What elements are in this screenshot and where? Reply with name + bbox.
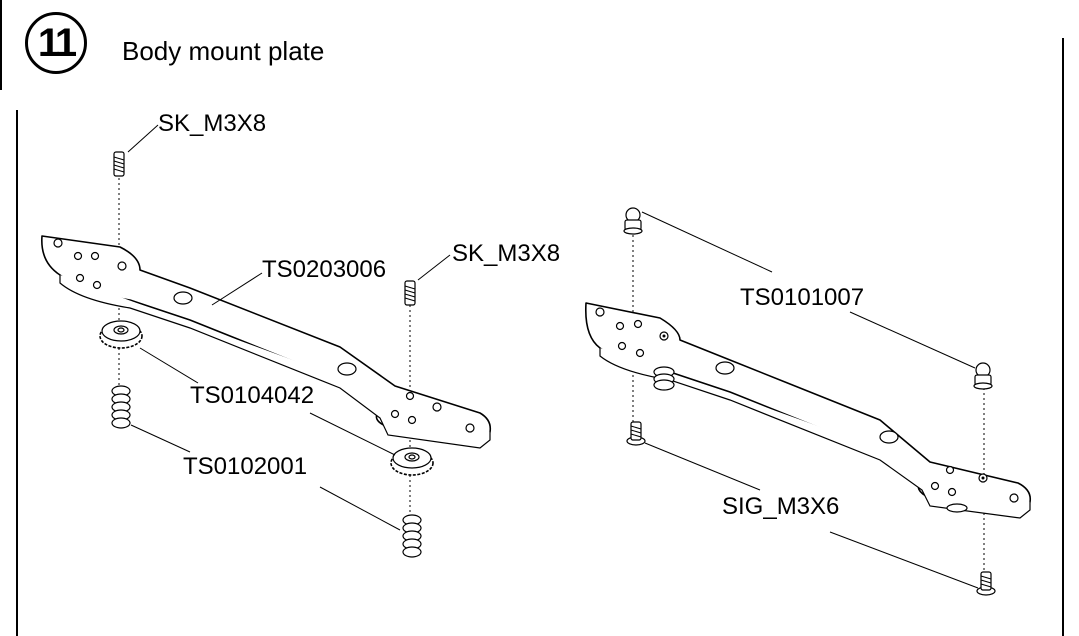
leader-ts0101007-a <box>641 211 773 273</box>
leader-sk-m3x8-mid <box>417 254 451 281</box>
leader-sig-m3x6-b <box>829 531 979 589</box>
spring-under-plate-left <box>653 366 675 391</box>
label-sk-m3x8-mid: SK_M3X8 <box>452 240 561 267</box>
label-ts0101007: TS0101007 <box>740 284 865 311</box>
label-ts0104042: TS0104042 <box>190 382 315 409</box>
spring-ts0102001-right <box>402 514 422 558</box>
gear-ts0104042-right <box>390 447 434 476</box>
step-number: 11 <box>37 20 77 65</box>
leader-sig-m3x6-a <box>644 442 761 491</box>
spring-under-plate-right <box>946 503 968 513</box>
screw-sk-m3x8-top <box>113 151 125 177</box>
plate-right <box>584 302 1032 519</box>
gear-ts0104042-left <box>99 320 143 349</box>
frame-left-main <box>16 110 18 636</box>
leader-ts0102001-b <box>319 486 401 531</box>
leader-ts0203006 <box>211 272 263 306</box>
label-sk-m3x8-top: SK_M3X8 <box>158 110 267 137</box>
leader-ts0104042-b <box>309 412 396 456</box>
step-number-badge: 11 <box>25 12 87 74</box>
step-title: Body mount plate <box>122 36 325 66</box>
screw-sig-m3x6-right <box>976 571 996 596</box>
screw-sig-m3x6-left <box>626 421 646 446</box>
label-ts0102001: TS0102001 <box>183 453 308 480</box>
ball-end-ts0101007-left <box>623 207 643 235</box>
leader-sk-m3x8-top <box>127 124 159 153</box>
frame-left-top <box>0 0 2 90</box>
label-sig-m3x6: SIG_M3X6 <box>722 493 840 520</box>
screw-sk-m3x8-mid <box>404 280 416 306</box>
label-ts0203006: TS0203006 <box>262 256 387 283</box>
plate-ts0203006 <box>41 235 492 449</box>
leader-ts0102001-a <box>130 424 191 453</box>
leader-ts0104042-a <box>139 347 199 384</box>
leader-ts0101007-b <box>849 311 976 369</box>
ball-end-ts0101007-right <box>973 362 993 390</box>
frame-right <box>1062 38 1064 636</box>
spring-ts0102001-left <box>111 385 131 429</box>
